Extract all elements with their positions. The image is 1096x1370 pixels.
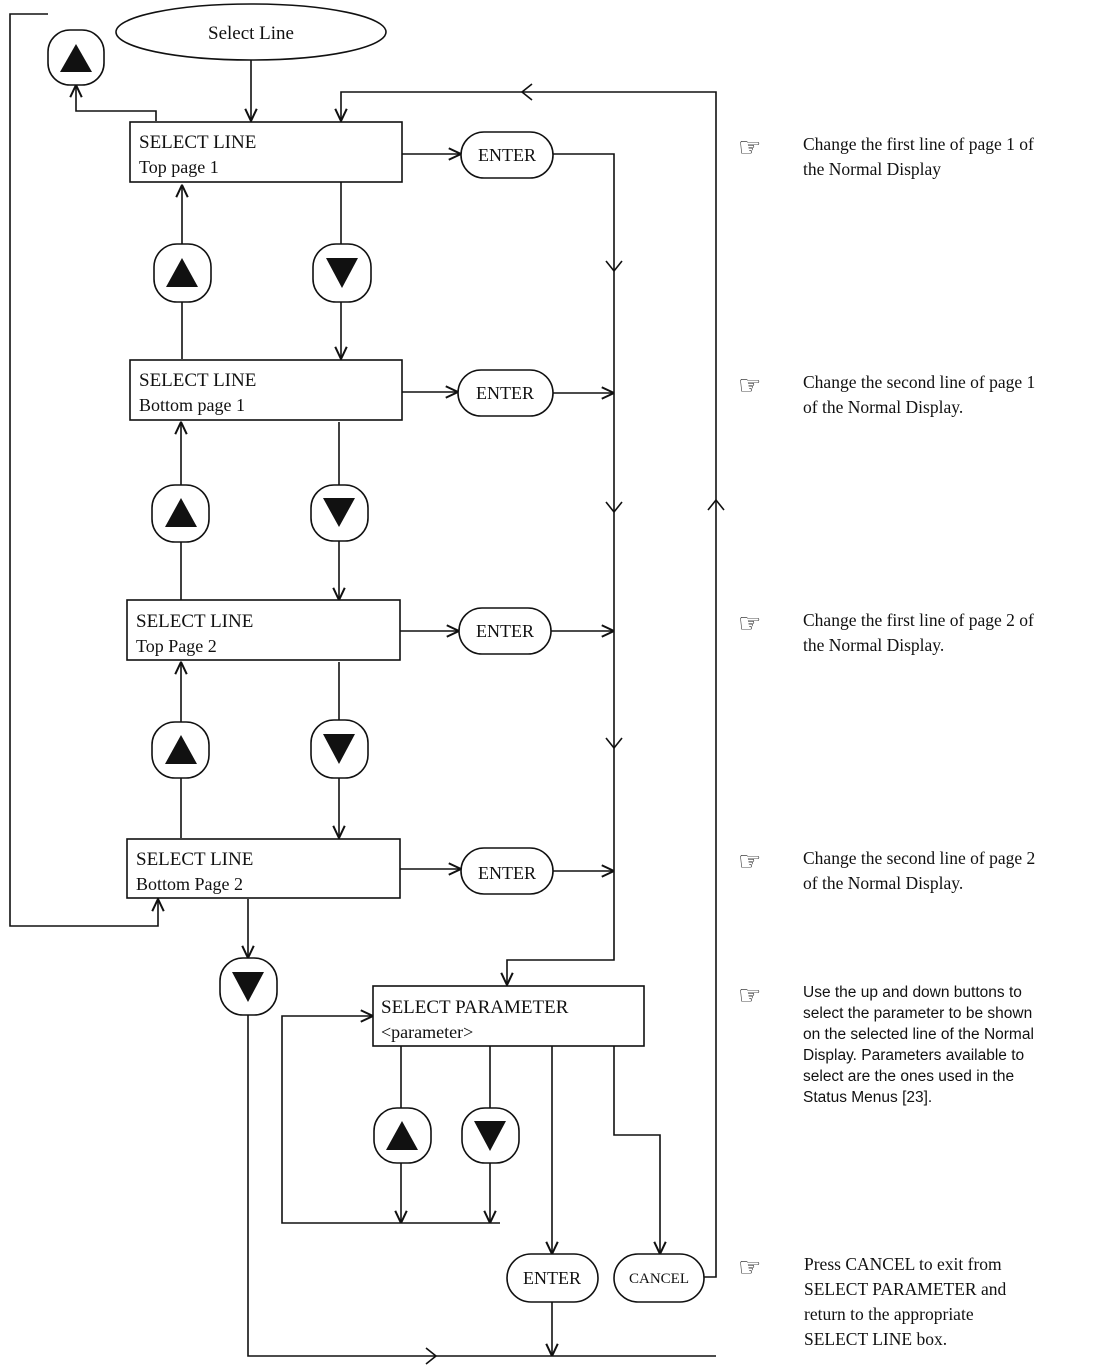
box-subtitle: <parameter> <box>381 1022 473 1042</box>
box-title: SELECT LINE <box>139 132 256 153</box>
box-subtitle: Bottom page 1 <box>139 395 245 415</box>
note-line: SELECT PARAMETER and <box>804 1279 1006 1299</box>
select-line-bottom-page-2-box[interactable]: SELECT LINE Bottom Page 2 <box>126 838 401 899</box>
down-arrow-button-icon[interactable] <box>219 957 278 1016</box>
note-5: ☞ Use the up and down buttons to select … <box>738 981 1034 1106</box>
connectors <box>9 13 717 1357</box>
note-line: the Normal Display. <box>803 635 944 655</box>
up-arrow-button-icon[interactable] <box>151 721 210 779</box>
enter-button-bottom-page-1[interactable]: ENTER <box>457 369 554 417</box>
note-line: select the parameter to be shown <box>803 1005 1032 1022</box>
note-line: Display. Parameters available to <box>803 1047 1024 1064</box>
up-arrow-button-icon[interactable] <box>153 243 212 303</box>
box-subtitle: Bottom Page 2 <box>136 874 243 894</box>
cancel-button[interactable]: CANCEL <box>613 1253 705 1303</box>
down-arrow-button-icon[interactable] <box>310 719 369 779</box>
up-arrow-button-icon[interactable] <box>151 484 210 543</box>
pointing-hand-icon: ☞ <box>738 609 761 639</box>
note-line: return to the appropriate <box>804 1304 974 1324</box>
box-subtitle: Top Page 2 <box>136 636 217 656</box>
select-line-top-page-2-box[interactable]: SELECT LINE Top Page 2 <box>126 599 401 661</box>
note-line: Change the first line of page 2 of <box>803 610 1034 630</box>
enter-button-top-page-2[interactable]: ENTER <box>458 607 552 655</box>
note-6: ☞ Press CANCEL to exit from SELECT PARAM… <box>738 1253 1006 1349</box>
start-oval: Select Line <box>115 3 387 61</box>
enter-button-bottom-page-2[interactable]: ENTER <box>460 847 554 895</box>
down-arrow-button-icon[interactable] <box>310 484 369 542</box>
enter-label: ENTER <box>478 863 536 883</box>
note-4: ☞ Change the second line of page 2 of th… <box>738 847 1035 893</box>
note-line: of the Normal Display. <box>803 397 963 417</box>
box-title: SELECT LINE <box>139 370 256 391</box>
enter-button-parameter[interactable]: ENTER <box>506 1253 599 1303</box>
note-line: Status Menus [23]. <box>803 1089 932 1106</box>
select-line-top-page-1-box[interactable]: SELECT LINE Top page 1 <box>129 121 403 183</box>
note-line: Change the second line of page 1 <box>803 372 1035 392</box>
pointing-hand-icon: ☞ <box>738 371 761 401</box>
pointing-hand-icon: ☞ <box>738 1253 761 1283</box>
enter-label: ENTER <box>478 145 536 165</box>
note-line: Change the second line of page 2 <box>803 848 1035 868</box>
flow-direction-marks <box>425 83 725 1365</box>
note-line: the Normal Display <box>803 159 941 179</box>
enter-label: ENTER <box>523 1268 581 1288</box>
pointing-hand-icon: ☞ <box>738 133 761 163</box>
up-arrow-button-icon[interactable] <box>47 29 105 86</box>
box-title: SELECT LINE <box>136 611 253 632</box>
box-title: SELECT LINE <box>136 849 253 870</box>
enter-label: ENTER <box>476 383 534 403</box>
note-line: on the selected line of the Normal <box>803 1026 1034 1043</box>
start-oval-label: Select Line <box>208 23 294 44</box>
note-line: Use the up and down buttons to <box>803 984 1022 1001</box>
note-3: ☞ Change the first line of page 2 of the… <box>738 609 1034 655</box>
select-line-bottom-page-1-box[interactable]: SELECT LINE Bottom page 1 <box>129 359 403 421</box>
pointing-hand-icon: ☞ <box>738 847 761 877</box>
cancel-label: CANCEL <box>629 1271 689 1287</box>
down-arrow-button-icon[interactable] <box>461 1107 520 1164</box>
enter-button-top-page-1[interactable]: ENTER <box>460 131 554 179</box>
select-parameter-box[interactable]: SELECT PARAMETER <parameter> <box>372 985 645 1047</box>
note-1: ☞ Change the first line of page 1 of the… <box>738 133 1034 179</box>
note-line: select are the ones used in the <box>803 1068 1014 1085</box>
note-line: Change the first line of page 1 of <box>803 134 1034 154</box>
note-line: SELECT LINE box. <box>804 1329 947 1349</box>
enter-label: ENTER <box>476 621 534 641</box>
box-title: SELECT PARAMETER <box>381 997 569 1018</box>
box-subtitle: Top page 1 <box>139 157 219 177</box>
note-line: Press CANCEL to exit from <box>804 1254 1002 1274</box>
note-2: ☞ Change the second line of page 1 of th… <box>738 371 1035 417</box>
pointing-hand-icon: ☞ <box>738 981 761 1011</box>
up-arrow-button-icon[interactable] <box>373 1107 432 1164</box>
note-line: of the Normal Display. <box>803 873 963 893</box>
down-arrow-button-icon[interactable] <box>312 243 372 303</box>
